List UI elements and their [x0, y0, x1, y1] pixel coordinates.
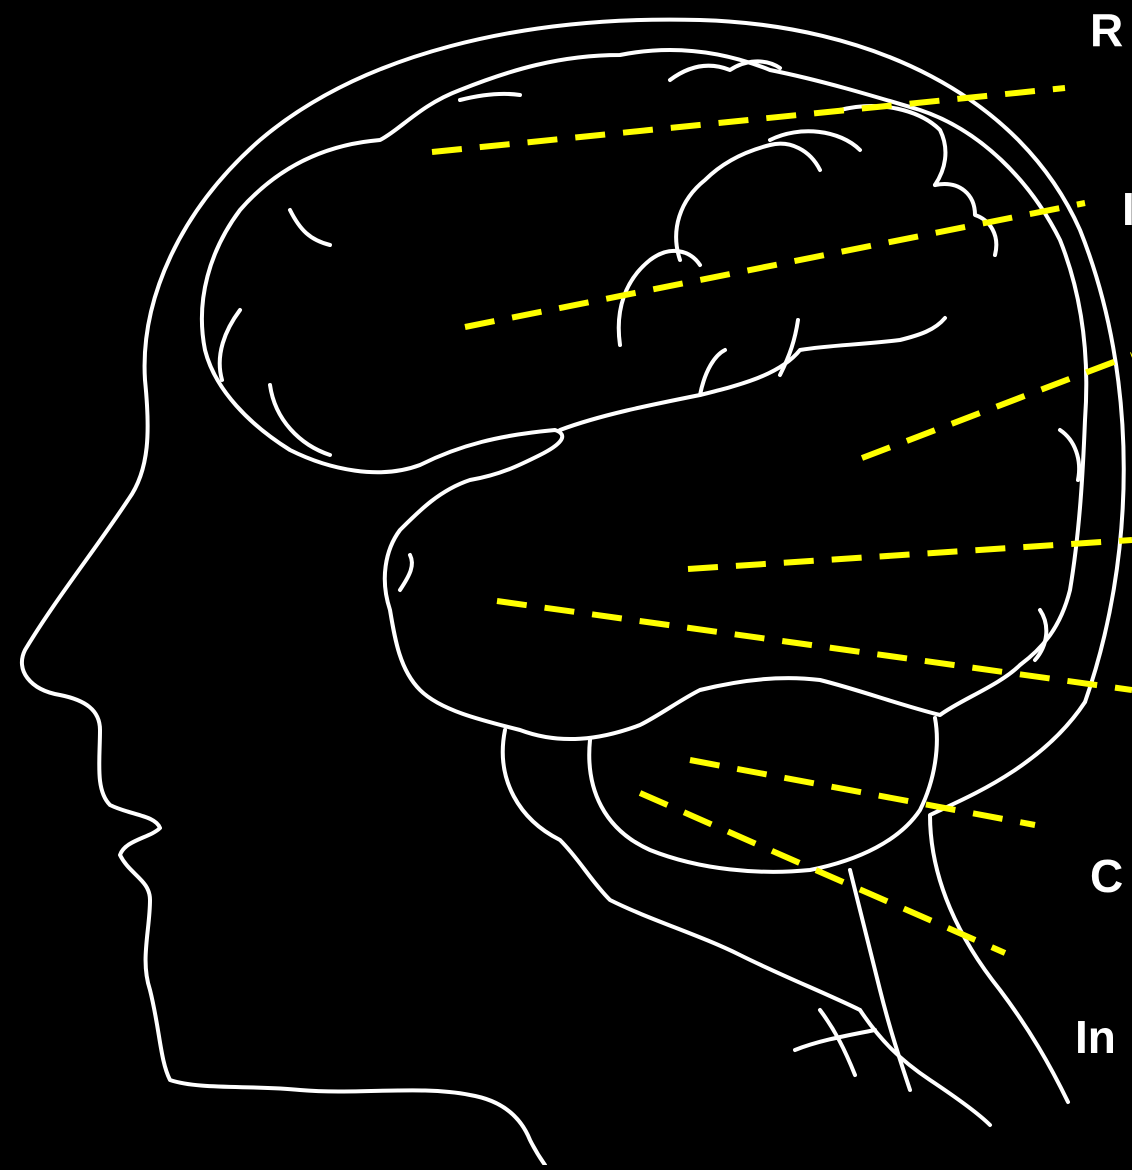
- label-middle-lower: C: [1090, 850, 1123, 902]
- label-top: R: [1090, 4, 1123, 56]
- label-bottom: In: [1075, 1011, 1116, 1063]
- label-second: I: [1122, 183, 1132, 235]
